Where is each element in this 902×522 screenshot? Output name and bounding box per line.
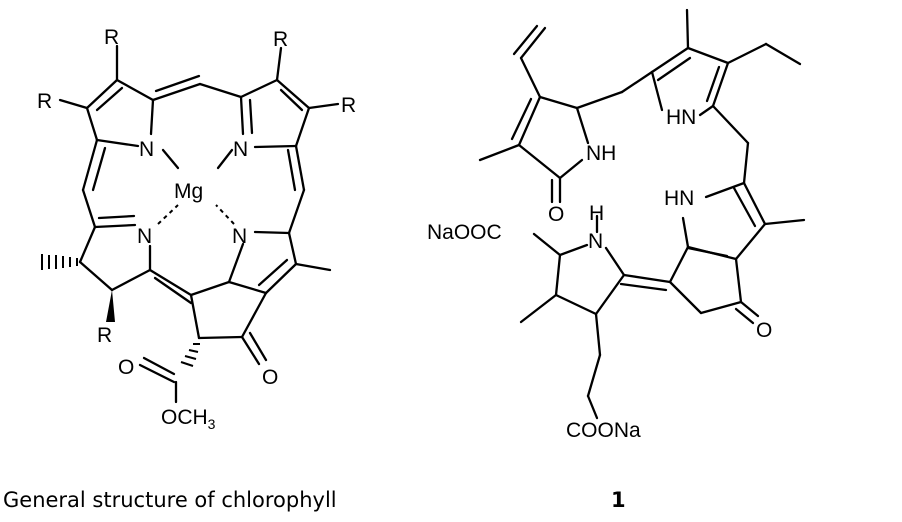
bold-wedge: [106, 290, 115, 322]
coona-label: COONa: [566, 419, 641, 442]
h-label: H: [589, 202, 604, 225]
oxygen-label: O: [548, 203, 564, 226]
compound-1-structure: NH O HN HN H N NaOOC O COONa: [427, 8, 806, 442]
oxygen-label: O: [756, 319, 772, 342]
hashed-wedge: [41, 254, 78, 270]
nitrogen-label: N: [232, 225, 247, 248]
nitrogen-label: N: [139, 138, 154, 161]
nitrogen-label: N: [588, 230, 603, 253]
naooc-label: NaOOC: [427, 221, 502, 244]
r-label: R: [97, 324, 112, 347]
r-label: R: [273, 28, 288, 51]
ester-hash: [180, 343, 200, 367]
oxygen-label: O: [262, 366, 278, 389]
hn-label: HN: [666, 106, 696, 129]
chlorophyll-structure: R R R R N N Mg N N R O O OCH3: [37, 26, 356, 432]
r-label: R: [104, 26, 119, 49]
caption-chlorophyll: General structure of chlorophyll: [3, 488, 337, 512]
hn-label: HN: [664, 187, 694, 210]
och3-label: OCH3: [161, 406, 216, 432]
caption-compound-1: 1: [611, 488, 626, 512]
nitrogen-label: N: [233, 138, 248, 161]
nh-label: NH: [586, 142, 616, 165]
nitrogen-label: N: [137, 225, 152, 248]
magnesium-label: Mg: [174, 180, 203, 203]
oxygen-label: O: [118, 356, 134, 379]
r-label: R: [341, 94, 356, 117]
r-label: R: [37, 90, 52, 113]
